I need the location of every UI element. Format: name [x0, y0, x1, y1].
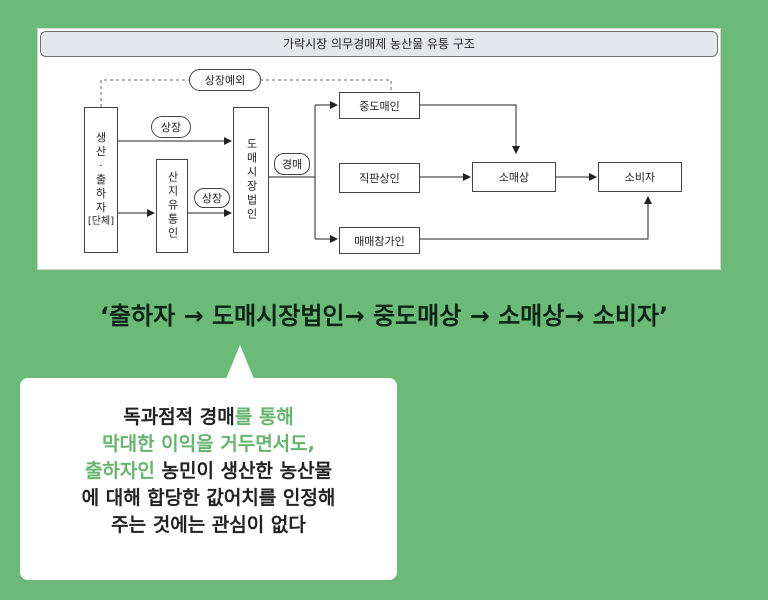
callout-line5: 주는 것에는 관심이 없다 — [111, 514, 306, 536]
producer-line: 산 — [95, 145, 107, 158]
callout-tail — [226, 345, 254, 379]
callout-line1-a: 독과점적 경매 — [123, 406, 235, 428]
sangjang-exception-line — [100, 79, 392, 107]
origin-collector-box: 산지유통인 — [156, 159, 188, 253]
callout-line2: 막대한 이익을 거두면서도, — [102, 433, 315, 455]
producer-line: 자 — [95, 201, 107, 214]
wholesale-corp-box: 도매시장법인 — [233, 107, 269, 253]
origin-collector-label: 산지유통인 — [166, 171, 179, 241]
producer-line: 출 — [95, 173, 107, 186]
label-auction: 경매 — [274, 153, 310, 175]
arrow-jungdo-to-retailer — [420, 104, 520, 154]
label-sangjang-2: 상장 — [194, 188, 230, 208]
producer-line: 생 — [95, 131, 107, 144]
callout-line1-b: 를 통해 — [234, 406, 294, 428]
retailer-box: 소매상 — [472, 162, 556, 192]
buying-participant-box: 매매참가인 — [339, 227, 420, 254]
wholesale-corp-label: 도매시장법인 — [245, 138, 258, 222]
producer-box: 생 산 · 출 하 자 [단체] — [84, 107, 118, 253]
label-sangjang-1: 상장 — [151, 116, 191, 138]
producer-line: [단체] — [87, 216, 115, 227]
direct-buyer-box: 직판상인 — [339, 163, 420, 193]
callout-box: 독과점적 경매를 통해 막대한 이익을 거두면서도, 출하자인 농민이 생산한 … — [20, 378, 397, 580]
label-sangjang-exception: 상장예외 — [189, 69, 261, 91]
producer-line: · — [99, 159, 103, 172]
callout-text: 독과점적 경매를 통해 막대한 이익을 거두면서도, 출하자인 농민이 생산한 … — [20, 404, 397, 539]
producer-line: 하 — [95, 187, 107, 200]
jungdo-box: 중도매인 — [339, 92, 420, 119]
flow-caption: ‘출하자 → 도매시장법인→ 중도매상 → 소매상→ 소비자’ — [99, 302, 669, 330]
consumer-box: 소비자 — [598, 162, 682, 192]
diagram-connectors — [100, 79, 652, 243]
callout-line3-a: 출하자인 — [84, 460, 155, 482]
arrow-buying-to-consumer — [420, 196, 652, 240]
distribution-diagram: 가락시장 의무경매제 농산물 유통 구조 상장예외 생 산 · — [37, 28, 721, 270]
diagram-title: 가락시장 의무경매제 농산물 유통 구조 — [40, 31, 718, 57]
callout-line3-b: 농민이 생산한 농산물 — [154, 460, 333, 482]
callout-line4: 에 대해 합당한 값어치를 인정해 — [81, 487, 336, 509]
